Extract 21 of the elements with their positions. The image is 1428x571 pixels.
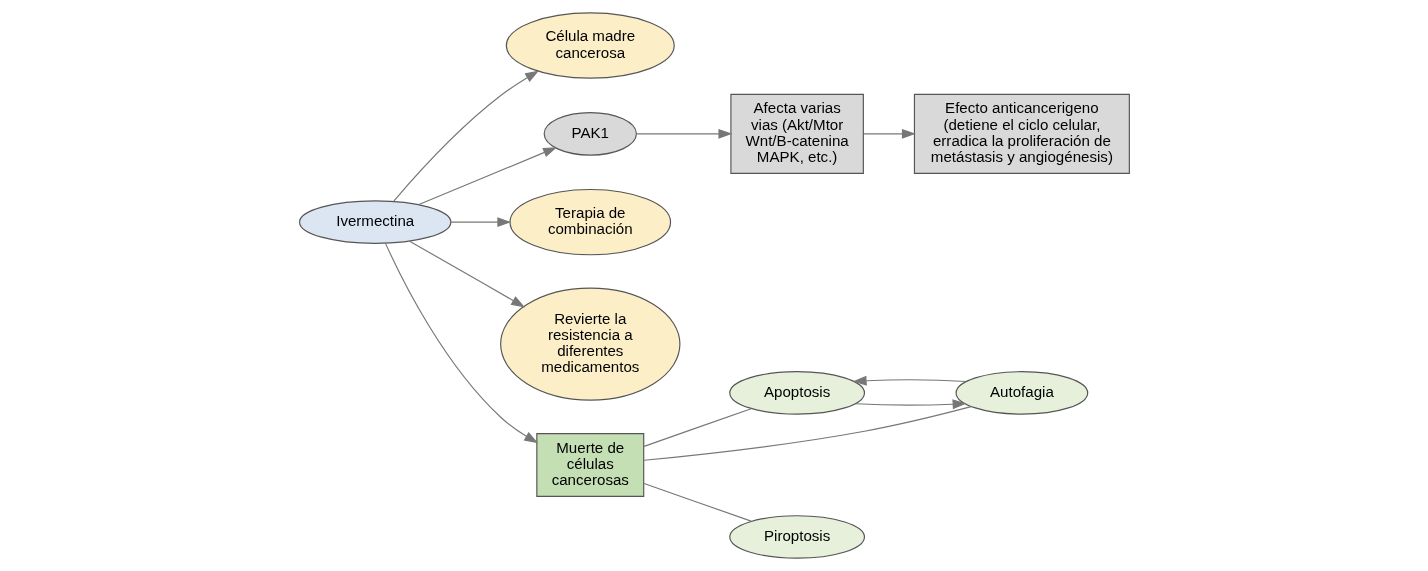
arrow: [635, 128, 732, 139]
arrow: [417, 147, 557, 206]
arrow: [450, 217, 511, 227]
node-ellipse: Ivermectina: [298, 200, 451, 244]
arrow: [408, 240, 525, 308]
connector: [643, 406, 972, 461]
node-ellipse: Célula madre cancerosa: [505, 12, 675, 79]
node-box: Afecta varias vias (Akt/Mtor Wnt/B-catenina MAPK, etc.): [729, 93, 864, 174]
connector: [643, 482, 752, 522]
node-box: Efecto anticancerigeno (detiene el ciclo celular, erradica la proliferación de metástasis y angiogénesis): [913, 93, 1130, 174]
node-ellipse: Terapia de combinación: [508, 188, 671, 256]
connector: [643, 408, 752, 447]
arrow: [862, 128, 916, 139]
node-ellipse: Revierte la resistencia a diferentes medicamentos: [499, 287, 680, 401]
node-ellipse: Piroptosis: [728, 515, 865, 559]
arrow: [384, 242, 538, 444]
arrow: [392, 70, 539, 202]
node-ellipse: Autofagia: [955, 371, 1088, 415]
node-box: Muerte de células cancerosas: [535, 433, 644, 497]
arrow: [854, 399, 967, 410]
arrow: [852, 375, 967, 386]
